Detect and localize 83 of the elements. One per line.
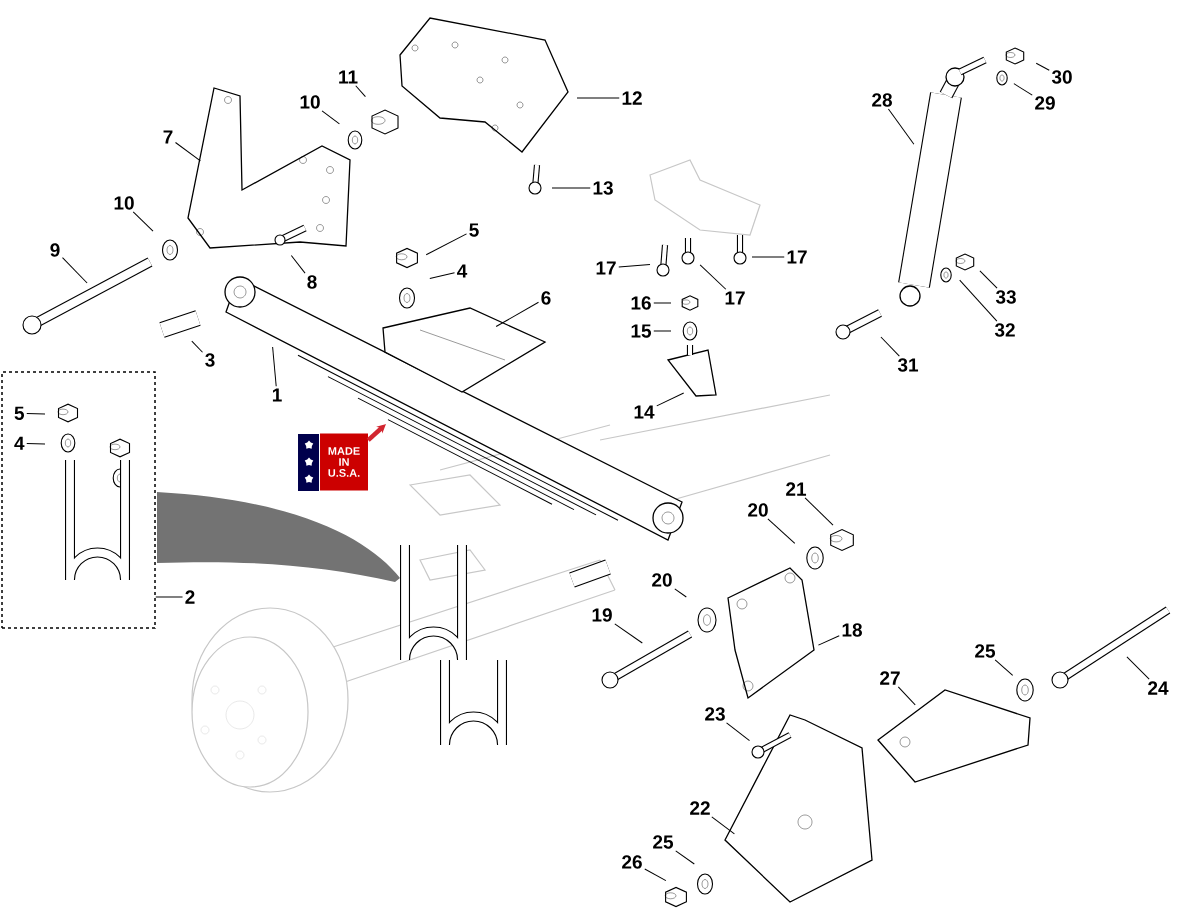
callout-number: 9 xyxy=(50,243,60,257)
leader-line xyxy=(675,850,695,865)
leader-line xyxy=(272,346,277,387)
leader-line xyxy=(653,330,672,332)
callout-number: 22 xyxy=(690,801,710,815)
pointer-arrow xyxy=(366,424,386,442)
leader-line xyxy=(429,272,455,279)
leader-line xyxy=(897,686,916,706)
leader-line xyxy=(887,108,915,145)
leader-line xyxy=(155,596,183,598)
leader-line xyxy=(576,97,620,99)
callout-number: 33 xyxy=(995,290,1016,304)
leader-line xyxy=(653,302,672,304)
callout-number: 21 xyxy=(786,482,807,496)
leader-line xyxy=(751,256,785,258)
callout-number: 5 xyxy=(469,223,479,237)
callout-number: 14 xyxy=(634,405,655,419)
leader-line xyxy=(62,257,88,284)
callout-number: 1 xyxy=(272,388,282,402)
leader-line xyxy=(1013,83,1033,96)
callout-number: 28 xyxy=(872,93,892,107)
leader-line xyxy=(614,623,643,644)
callout-number: 4 xyxy=(14,436,25,450)
leader-line xyxy=(656,392,685,407)
callout-number: 11 xyxy=(339,70,358,84)
leader-line xyxy=(191,340,203,353)
callout-number: 17 xyxy=(787,250,807,264)
callout-number: 15 xyxy=(631,324,652,338)
leader-line xyxy=(355,85,366,98)
callout-number: 20 xyxy=(652,573,672,587)
leader-line xyxy=(994,659,1014,676)
leader-line xyxy=(817,635,840,646)
callout-number: 17 xyxy=(596,261,616,275)
leader-line xyxy=(767,518,796,544)
callout-number: 26 xyxy=(622,855,642,869)
leader-line xyxy=(1126,656,1150,680)
callout-number: 31 xyxy=(897,358,919,372)
callout-number: 30 xyxy=(1051,70,1072,84)
callout-number: 32 xyxy=(994,323,1015,337)
callout-number: 3 xyxy=(205,353,215,367)
callout-number: 24 xyxy=(1148,681,1169,695)
leader-line xyxy=(175,142,201,162)
callout-number: 25 xyxy=(975,644,996,658)
kit-frame xyxy=(1,371,156,629)
callout-number: 23 xyxy=(705,707,725,721)
callout-number: 10 xyxy=(114,196,134,210)
origin-badge: MADE IN U.S.A. xyxy=(298,433,368,491)
leader-line xyxy=(711,816,735,835)
callout-number: 13 xyxy=(593,181,613,195)
leader-line xyxy=(959,279,998,322)
leader-line xyxy=(321,110,340,125)
leader-line xyxy=(425,233,468,256)
leader-line xyxy=(618,264,651,268)
callout-number: 16 xyxy=(631,296,651,310)
leader-line xyxy=(674,588,687,598)
callout-number: 18 xyxy=(842,623,862,637)
leader-line xyxy=(804,497,834,526)
callout-number: 17 xyxy=(725,291,745,305)
leader-line xyxy=(699,264,727,290)
leader-line xyxy=(551,187,591,189)
leader-line xyxy=(26,412,46,415)
callout-number: 2 xyxy=(185,590,195,604)
callout-number: 27 xyxy=(880,671,900,685)
callout-number: 8 xyxy=(307,275,317,289)
callout-number: 19 xyxy=(592,608,612,622)
callout-number: 4 xyxy=(457,264,468,278)
leader-line xyxy=(495,301,540,327)
callout-number: 12 xyxy=(622,91,642,105)
leader-line xyxy=(290,255,306,274)
leader-line xyxy=(644,868,667,882)
callout-number: 20 xyxy=(748,503,768,517)
callout-number: 29 xyxy=(1035,96,1055,110)
callout-number: 7 xyxy=(163,130,173,144)
leader-line xyxy=(132,211,154,232)
leader-line xyxy=(880,336,900,357)
leader-line xyxy=(1035,62,1050,71)
leader-line xyxy=(26,442,46,445)
leader-line xyxy=(979,270,998,289)
callout-number: 10 xyxy=(300,95,320,109)
callout-number: 6 xyxy=(541,291,551,305)
callout-number: 25 xyxy=(653,835,674,849)
callout-number: 5 xyxy=(14,406,24,420)
leader-line xyxy=(726,722,750,742)
